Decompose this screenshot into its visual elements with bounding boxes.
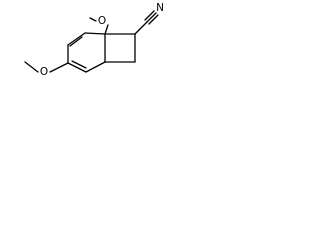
bond-c4-c5 [67, 62, 87, 73]
bond-o2-methyl [24, 61, 39, 73]
bond-methyl-o1 [89, 17, 97, 22]
bond-o1-c1 [104, 24, 109, 35]
bond-c1-c2 [84, 32, 106, 35]
bond-c4-o2 [49, 62, 69, 73]
bond-cn-triple-c [148, 14, 159, 25]
atom-label-nitrogen: N [156, 2, 164, 14]
atom-label-oxygen-top: O [98, 15, 106, 27]
bond-c5-c6 [85, 61, 106, 73]
structure-diagram: N O O [0, 0, 200, 111]
bond-c2-c3 [67, 32, 86, 46]
bond-c4-c5-double [71, 60, 87, 69]
bond-c7-cn [134, 21, 148, 35]
molecule-drawing: N O O [24, 2, 164, 78]
bond-cn-triple-b [144, 10, 155, 21]
atom-label-oxygen-left: O [40, 66, 48, 78]
bond-cn-triple-a [146, 12, 157, 23]
bond-c2-c3-double [69, 36, 83, 47]
